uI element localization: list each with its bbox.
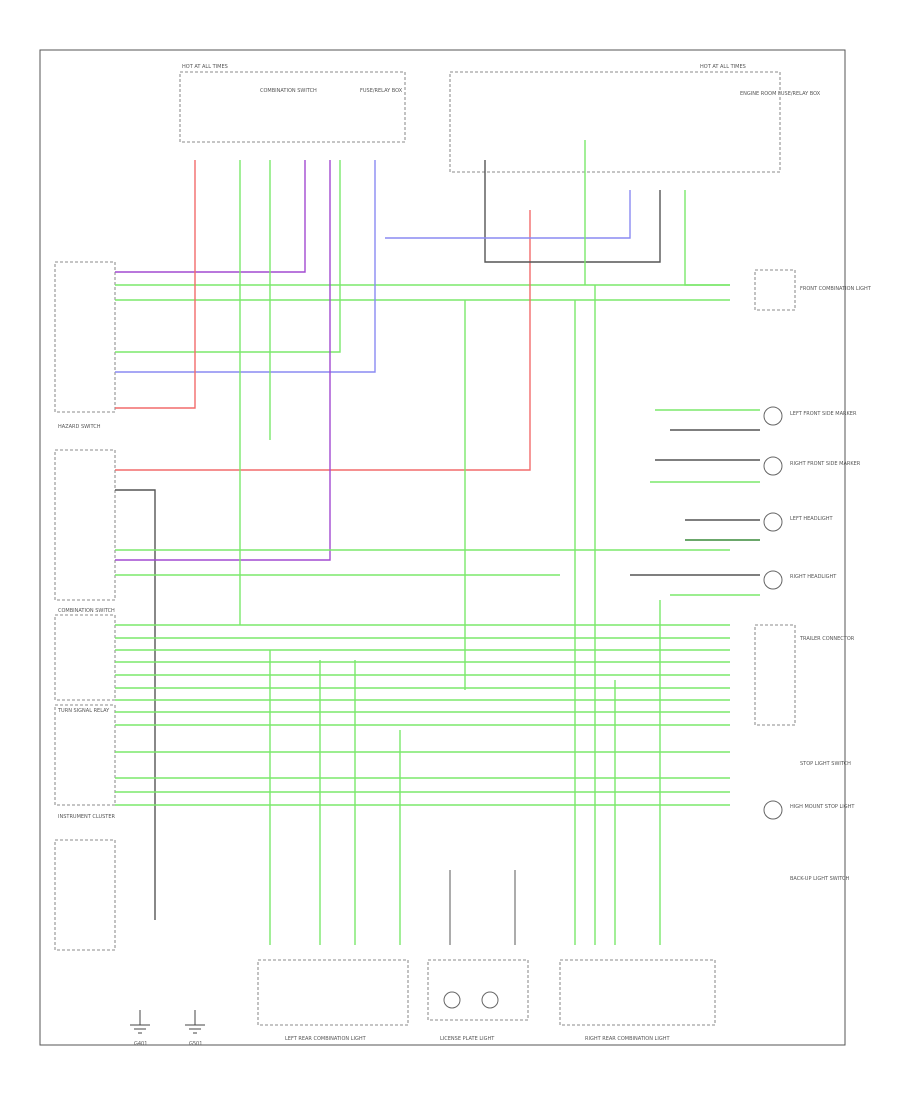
label-stop-light-switch: STOP LIGHT SWITCH	[800, 761, 851, 767]
label-left-rear-combination-light: LEFT REAR COMBINATION LIGHT	[285, 1036, 367, 1042]
lower-left-box	[54, 839, 116, 951]
wire-blue-hazard	[115, 160, 376, 373]
high-mount-stop-lamp	[763, 800, 783, 820]
right-headlight-lamp	[763, 570, 783, 590]
label-left-front-side-marker: LEFT FRONT SIDE MARKER	[790, 411, 857, 417]
combination-switch-left-box	[54, 449, 116, 601]
engine-room-fuse-box-outline	[449, 71, 781, 173]
wire-green-hazard-3	[115, 160, 341, 353]
license-plate-lamp-1	[443, 991, 461, 1009]
label-right-rear-combination-light: RIGHT REAR COMBINATION LIGHT	[585, 1036, 670, 1042]
turn-signal-relay-box	[54, 614, 116, 701]
label-turn-signal-relay: TURN SIGNAL RELAY	[57, 708, 110, 714]
label-engine-room-fuse-box: ENGINE ROOM FUSE/RELAY BOX	[740, 91, 821, 97]
wire-red-combination	[115, 210, 531, 471]
label-front-combination-light: FRONT COMBINATION LIGHT	[800, 286, 872, 292]
label-instrument-cluster: INSTRUMENT CLUSTER	[58, 814, 116, 820]
left-headlight-lamp	[763, 512, 783, 532]
label-high-mount-stop-light: HIGH MOUNT STOP LIGHT	[790, 804, 855, 810]
diagram-frame	[39, 49, 846, 1046]
diagram-labels: HOT AT ALL TIMES COMBINATION SWITCH FUSE…	[57, 64, 872, 1047]
wire-gray-top-right	[484, 160, 661, 263]
right-rear-combination-box	[559, 959, 716, 1026]
ground-symbols	[130, 1010, 205, 1034]
label-combination-switch-left: COMBINATION SWITCH	[58, 608, 115, 614]
label-combination-switch-top: COMBINATION SWITCH	[260, 88, 317, 94]
label-trailer-connector: TRAILER CONNECTOR	[799, 636, 855, 642]
hazard-switch-box	[54, 261, 116, 413]
wire-green-top-right-2	[684, 190, 730, 286]
wire-purple-hazard	[115, 160, 306, 273]
left-rear-combination-box	[257, 959, 409, 1026]
wire-gray-combination	[115, 489, 156, 920]
label-hazard-switch: HAZARD SWITCH	[58, 424, 101, 430]
wire-blue-top-right	[385, 190, 631, 239]
label-hot-at-all-times-right: HOT AT ALL TIMES	[700, 64, 746, 70]
ground-g501-icon	[185, 1010, 205, 1034]
ground-g401-icon	[130, 1010, 150, 1034]
label-g401: G401	[134, 1041, 147, 1047]
license-plate-light-box	[427, 959, 529, 1021]
label-fuse-relay-box: FUSE/RELAY BOX	[360, 88, 403, 94]
instrument-cluster-box	[54, 704, 116, 806]
top-center-fuse-box-outline	[179, 71, 406, 143]
label-hot-at-all-times: HOT AT ALL TIMES	[182, 64, 228, 70]
label-right-headlight: RIGHT HEADLIGHT	[790, 574, 837, 580]
wire-purple-relay	[115, 160, 331, 561]
label-back-up-light-switch: BACK-UP LIGHT SWITCH	[790, 876, 849, 882]
wires	[115, 140, 760, 945]
right-top-connector-box	[754, 269, 796, 311]
right-middle-connector-box	[754, 624, 796, 726]
license-plate-lamp-2	[481, 991, 499, 1009]
label-right-front-side-marker: RIGHT FRONT SIDE MARKER	[790, 461, 861, 467]
right-front-side-marker-lamp	[763, 456, 783, 476]
label-license-plate-light: LICENSE PLATE LIGHT	[440, 1036, 495, 1042]
lamps	[443, 406, 783, 1009]
label-g501: G501	[189, 1041, 202, 1047]
wire-red-hazard	[115, 160, 196, 409]
left-front-side-marker-lamp	[763, 406, 783, 426]
component-boxes	[54, 71, 796, 1026]
label-left-headlight: LEFT HEADLIGHT	[790, 516, 833, 522]
